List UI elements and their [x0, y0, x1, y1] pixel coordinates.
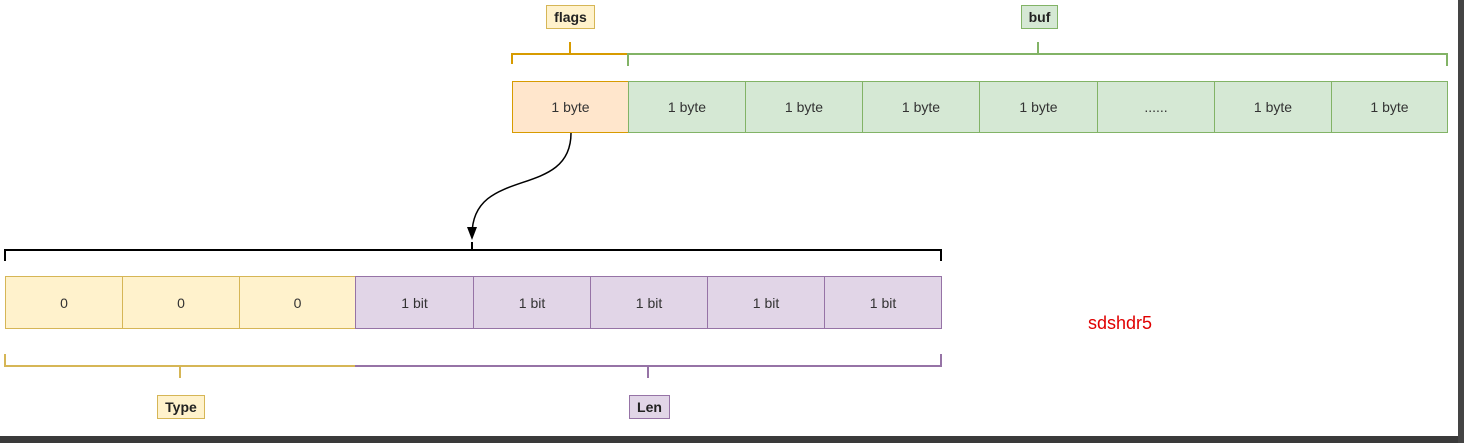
type-bit-cell: 0	[5, 276, 123, 329]
buf-bracket	[627, 42, 1448, 66]
len-bit-cell: 1 bit	[473, 276, 591, 329]
buf-byte-cell: 1 byte	[862, 81, 980, 133]
bits-bracket	[4, 242, 942, 261]
len-bit-cell: 1 bit	[590, 276, 708, 329]
buf-byte-cell: 1 byte	[979, 81, 1098, 133]
expand-arrow	[467, 132, 572, 240]
buf-byte-cell: 1 byte	[745, 81, 863, 133]
window-right-edge	[1458, 0, 1464, 443]
buf-ellipsis-cell: ......	[1097, 81, 1215, 133]
flags-label: flags	[546, 5, 595, 29]
len-bit-cell: 1 bit	[824, 276, 942, 329]
buf-label: buf	[1021, 5, 1058, 29]
len-bit-cell: 1 bit	[707, 276, 825, 329]
buf-byte-cell: 1 byte	[1214, 81, 1332, 133]
type-label: Type	[157, 395, 205, 419]
type-bracket	[4, 354, 355, 378]
flags-byte-cell: 1 byte	[512, 81, 629, 133]
type-bit-cell: 0	[239, 276, 356, 329]
flags-bracket	[511, 42, 628, 64]
len-bracket	[355, 354, 942, 378]
window-bottom-edge	[0, 436, 1458, 443]
len-bit-cell: 1 bit	[355, 276, 474, 329]
buf-byte-cell: 1 byte	[1331, 81, 1448, 133]
struct-name-caption: sdshdr5	[1088, 313, 1153, 333]
type-bit-cell: 0	[122, 276, 240, 329]
buf-byte-cell: 1 byte	[628, 81, 746, 133]
len-label: Len	[629, 395, 670, 419]
